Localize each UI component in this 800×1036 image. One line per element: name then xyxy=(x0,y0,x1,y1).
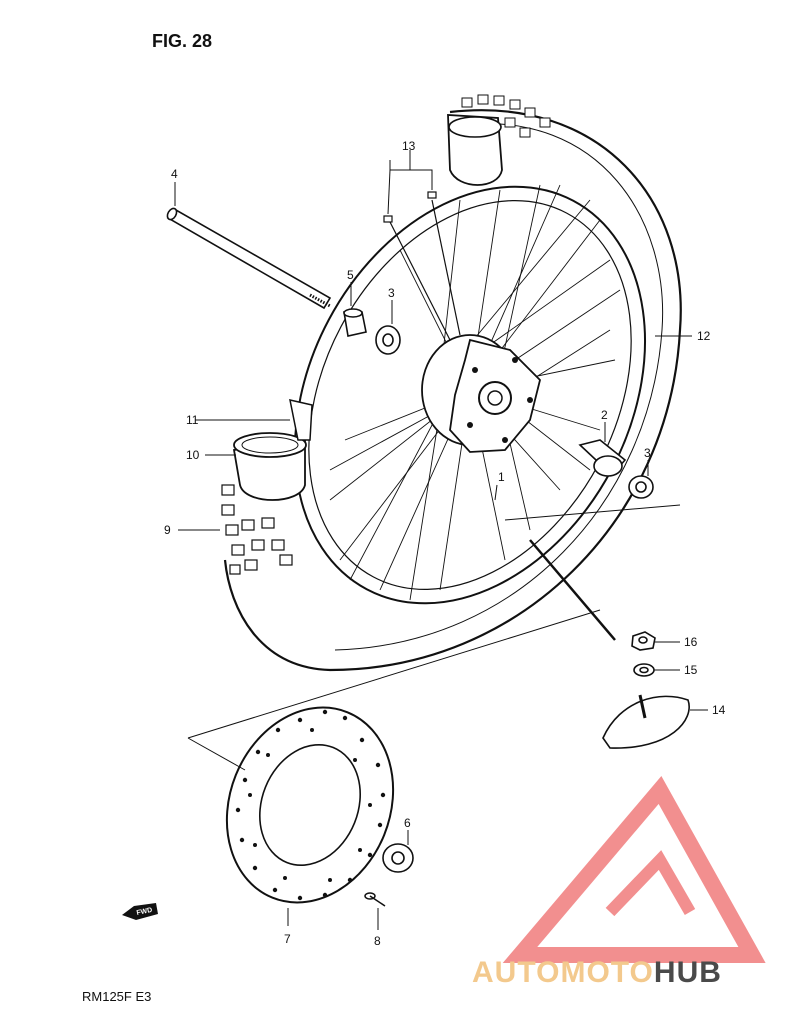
disc-spacer xyxy=(382,843,414,873)
part-label-3-right: 3 xyxy=(644,446,651,460)
rim-lock xyxy=(602,694,690,749)
part-label-7: 7 xyxy=(284,932,291,946)
disc-bolt xyxy=(364,892,386,907)
bearing-left xyxy=(375,325,401,355)
fwd-arrow-marker: FWD xyxy=(122,903,158,920)
part-reference-labels: 1 2 3 3 4 5 6 7 8 9 10 11 12 13 14 15 16 xyxy=(164,139,726,948)
svg-text:AUTOMOTOHUB: AUTOMOTOHUB xyxy=(472,956,722,989)
front-tire-tread-blocks xyxy=(221,484,293,575)
spacer xyxy=(343,308,367,337)
tire-cutaway xyxy=(447,94,551,186)
part-label-3-left: 3 xyxy=(388,286,395,300)
front-tire-inner-line xyxy=(334,123,664,651)
part-label-6: 6 xyxy=(404,816,411,830)
part-label-13: 13 xyxy=(402,139,416,153)
hub-bolt-holes xyxy=(467,357,533,443)
part-label-15: 15 xyxy=(684,663,698,677)
hub-bore xyxy=(478,381,512,415)
automotohub-watermark: AUTOMOTOHUB xyxy=(472,776,766,989)
inner-tube xyxy=(232,432,307,501)
part-label-12: 12 xyxy=(697,329,711,343)
fwd-label: FWD xyxy=(136,907,153,917)
hub-center xyxy=(487,390,503,406)
brake-disc xyxy=(225,706,395,904)
wheel-assembly xyxy=(223,109,682,672)
spoke-set xyxy=(383,191,461,341)
part-label-4: 4 xyxy=(171,167,178,181)
collar xyxy=(578,439,627,477)
part-label-8: 8 xyxy=(374,934,381,948)
nut xyxy=(631,631,656,651)
watermark-logo-icon xyxy=(502,776,766,963)
leader-lines xyxy=(174,150,708,930)
part-label-16: 16 xyxy=(684,635,698,649)
front-tire-outline xyxy=(223,109,682,672)
part-label-11: 11 xyxy=(186,413,199,427)
part-label-14: 14 xyxy=(712,703,726,717)
watermark-text-automoto: AUTOMOTO xyxy=(472,956,654,989)
part-label-9: 9 xyxy=(164,523,171,537)
bearing-right xyxy=(628,475,654,499)
rim-band xyxy=(289,399,313,441)
part-label-5: 5 xyxy=(347,268,354,282)
figure-title: FIG. 28 xyxy=(152,31,212,51)
watermark-text-hub: HUB xyxy=(654,956,722,989)
washer xyxy=(633,663,655,677)
part-label-10: 10 xyxy=(186,448,200,462)
exploded-guide-lines xyxy=(187,504,681,771)
front-axle xyxy=(166,207,332,310)
model-code: RM125F E3 xyxy=(82,989,151,1004)
part-label-2: 2 xyxy=(601,408,608,422)
part-label-1: 1 xyxy=(498,470,505,484)
